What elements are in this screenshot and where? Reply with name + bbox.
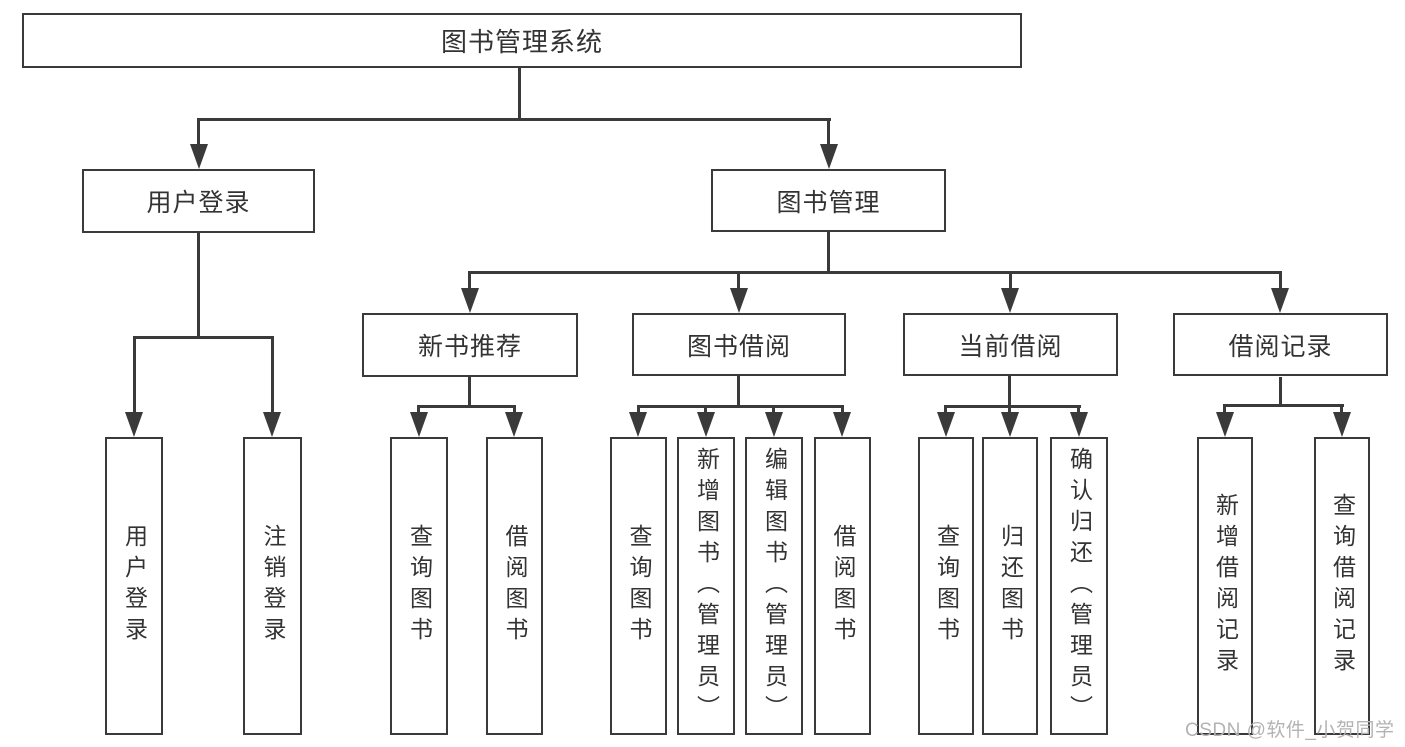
connector-line [271,336,274,412]
leaf-label: 归还图书 [997,524,1024,648]
leaf-label: 注销登录 [260,524,286,648]
leaf-query-books-borrowing: 查询图书 [610,437,667,735]
connector-line [417,405,420,413]
connector-line [704,405,707,413]
leaf-label: 借阅图书 [502,524,528,648]
connector-line [468,271,1282,274]
leaf-add-borrow-record: 新增借阅记录 [1197,437,1253,735]
leaf-query-books-recommend: 查询图书 [390,437,448,735]
arrow-down-icon [1333,412,1351,437]
leaf-label: 借阅图书 [830,524,856,648]
connector-line [417,405,516,408]
arrow-down-icon [1271,288,1289,313]
connector-line [468,271,471,288]
connector-line [637,405,844,408]
node-label: 当前借阅 [958,332,1063,361]
connector-line [1008,376,1011,407]
node-label: 图书管理系统 [440,27,603,57]
connector-line [513,405,516,413]
connector-line [197,118,831,121]
arrow-down-icon [190,144,208,169]
node-label: 图书管理 [776,188,881,217]
node-book-borrowing: 图书借阅 [632,313,846,376]
node-label: 借阅记录 [1228,332,1333,361]
leaf-query-books-current: 查询图书 [918,437,974,735]
arrow-down-icon [461,288,479,313]
arrow-down-icon [820,144,838,169]
leaf-add-books-admin: 新增图书（管理员） [677,437,735,735]
arrow-down-icon [937,412,955,437]
leaf-edit-books-admin: 编辑图书（管理员） [745,437,803,735]
leaf-borrow-books-recommend: 借阅图书 [486,437,543,735]
connector-line [944,405,947,413]
connector-line [637,405,640,413]
connector-line [841,405,844,413]
arrow-down-icon [629,412,647,437]
arrow-down-icon [730,288,748,313]
arrow-down-icon [697,412,715,437]
connector-line [197,233,200,338]
leaf-user-login: 用户登录 [105,437,163,735]
connector-line [1223,404,1344,407]
arrow-down-icon [765,412,783,437]
leaf-label: 确认归还（管理员） [1066,446,1093,726]
connector-line [1008,405,1011,413]
connector-line [1340,404,1343,413]
leaf-label: 编辑图书（管理员） [761,446,788,726]
arrow-down-icon [410,412,428,437]
connector-line [1009,271,1012,288]
leaf-query-borrow-record: 查询借阅记录 [1314,437,1370,735]
connector-line [133,336,136,412]
arrow-down-icon [1001,412,1019,437]
connector-line [944,405,1081,408]
leaf-label: 查询图书 [933,524,960,648]
arrow-down-icon [833,412,851,437]
arrow-down-icon [263,412,281,437]
arrow-down-icon [1001,288,1019,313]
connector-line [737,271,740,288]
node-library-system: 图书管理系统 [22,13,1022,68]
connector-line [772,405,775,413]
leaf-return-books: 归还图书 [982,437,1038,735]
connector-line [197,118,200,145]
connector-line [468,377,471,407]
leaf-logout-login: 注销登录 [243,437,302,735]
connector-line [1279,377,1282,406]
connector-line [827,118,830,145]
connector-line [1279,271,1282,288]
node-label: 新书推荐 [417,333,522,361]
leaf-confirm-return-admin: 确认归还（管理员） [1050,437,1108,735]
node-label: 用户登录 [146,189,251,217]
node-borrowing-records: 借阅记录 [1173,313,1388,376]
leaf-label: 查询图书 [626,524,652,648]
node-current-borrowing: 当前借阅 [903,313,1118,376]
node-user-login: 用户登录 [82,169,315,233]
connector-line [827,232,830,274]
node-book-management: 图书管理 [711,169,946,232]
node-new-book-recommend: 新书推荐 [362,313,578,377]
arrow-down-icon [505,412,523,437]
node-label: 图书借阅 [686,332,791,361]
leaf-label: 用户登录 [121,524,148,648]
arrow-down-icon [1070,412,1088,437]
leaf-label: 查询图书 [406,524,433,648]
connector-line [518,68,521,119]
connector-line [133,336,274,339]
leaf-label: 新增图书（管理员） [693,446,720,726]
connector-line [1223,404,1226,413]
leaf-label: 查询借阅记录 [1329,493,1356,679]
connector-line [737,376,740,407]
connector-line [1077,405,1080,413]
leaf-borrow-books-borrowing: 借阅图书 [814,437,871,735]
leaf-label: 新增借阅记录 [1212,493,1239,679]
arrow-down-icon [125,412,143,437]
arrow-down-icon [1216,412,1234,437]
csdn-watermark: CSDN @软件_小贺同学 [1185,720,1395,741]
